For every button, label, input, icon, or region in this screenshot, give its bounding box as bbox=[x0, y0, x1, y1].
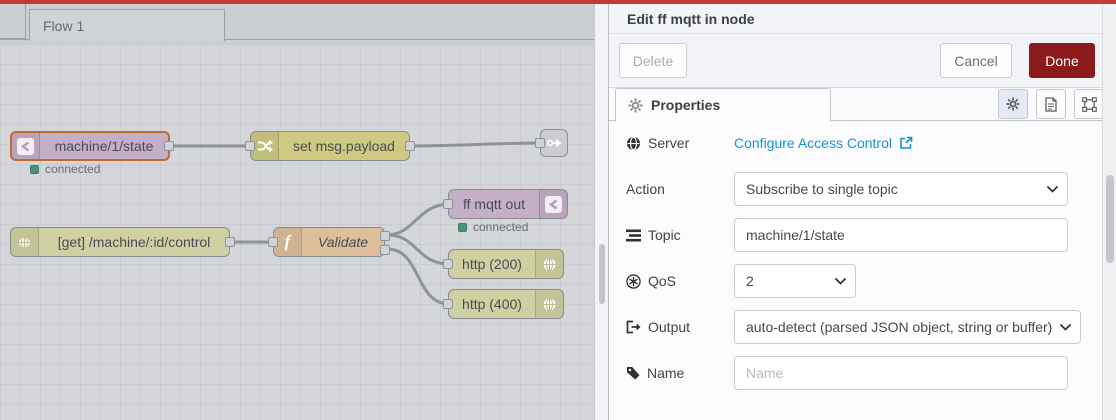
gear-icon bbox=[628, 97, 643, 113]
input-port[interactable] bbox=[443, 199, 453, 209]
edit-tray-header: Edit ff mqtt in node bbox=[609, 4, 1116, 34]
output-row: Output auto-detect (parsed JSON object, … bbox=[626, 310, 1082, 344]
wire[interactable] bbox=[385, 247, 452, 306]
panel-scrollbar bbox=[1102, 4, 1116, 420]
function-icon: f bbox=[284, 232, 291, 251]
node-http-response-400[interactable]: http (400) bbox=[443, 289, 564, 319]
node-status: connected bbox=[30, 162, 100, 176]
done-button[interactable]: Done bbox=[1029, 43, 1095, 78]
node-label: set msg.payload bbox=[293, 138, 395, 154]
input-port[interactable] bbox=[443, 259, 453, 269]
output-select[interactable]: auto-detect (parsed JSON object, string … bbox=[734, 310, 1082, 344]
cancel-button[interactable]: Cancel bbox=[940, 43, 1012, 78]
gear-icon bbox=[1006, 97, 1020, 111]
shuffle-icon bbox=[257, 139, 273, 153]
wire[interactable] bbox=[385, 233, 452, 266]
input-port[interactable] bbox=[535, 138, 545, 148]
qos-row: QoS 2 bbox=[626, 264, 1068, 298]
node-mqtt-out[interactable]: ff mqtt out bbox=[443, 189, 568, 219]
qos-label: QoS bbox=[648, 273, 677, 289]
panel-scrollbar-thumb[interactable] bbox=[1106, 175, 1114, 263]
node-http-response-200[interactable]: http (200) bbox=[443, 249, 564, 279]
output-port-1[interactable] bbox=[380, 231, 390, 241]
node-status: connected bbox=[458, 220, 528, 234]
topic-row: Topic bbox=[626, 218, 1068, 252]
name-label: Name bbox=[647, 365, 685, 381]
tab-properties-label: Properties bbox=[651, 97, 721, 113]
tasks-icon bbox=[626, 229, 641, 241]
node-label: http (400) bbox=[462, 296, 522, 312]
globe-icon bbox=[627, 136, 640, 150]
node-http-in[interactable]: [get] /machine/:id/control bbox=[10, 227, 235, 257]
edit-tray-toolbar: Delete Cancel Done bbox=[609, 34, 1116, 88]
sign-out-icon bbox=[626, 320, 641, 334]
tab-flow-1[interactable]: Flow 1 bbox=[29, 9, 225, 41]
chevron-down-icon bbox=[1060, 324, 1072, 331]
properties-tab-button[interactable] bbox=[998, 89, 1028, 119]
qos-icon bbox=[626, 273, 641, 289]
qos-select[interactable]: 2 bbox=[734, 264, 856, 298]
output-port[interactable] bbox=[225, 237, 235, 247]
external-link-icon bbox=[900, 136, 913, 149]
status-dot-icon bbox=[458, 222, 467, 232]
name-input[interactable] bbox=[734, 356, 1068, 390]
edit-form: Server Configure Access Control bbox=[609, 121, 1116, 390]
output-port-2[interactable] bbox=[380, 245, 390, 255]
edit-tray: Edit ff mqtt in node Delete Cancel Done … bbox=[608, 4, 1116, 420]
appearance-tab-button[interactable] bbox=[1074, 89, 1104, 119]
tab-stub[interactable] bbox=[0, 4, 26, 39]
action-select[interactable]: Subscribe to single topic bbox=[734, 172, 1068, 206]
edit-tabs: Properties bbox=[609, 88, 1116, 122]
flow-workspace: Flow 1 machine/1/state bbox=[0, 4, 594, 420]
link-out-icon bbox=[546, 138, 561, 148]
mqtt-icon bbox=[545, 195, 562, 213]
input-port[interactable] bbox=[443, 299, 453, 309]
status-dot-icon bbox=[30, 164, 39, 174]
configure-server-link[interactable]: Configure Access Control bbox=[734, 135, 913, 151]
globe-icon bbox=[18, 235, 31, 249]
action-label: Action bbox=[626, 181, 665, 197]
top-accent-bar bbox=[0, 0, 1116, 4]
workspace-scrollbar-thumb[interactable] bbox=[599, 244, 605, 304]
topic-label: Topic bbox=[648, 227, 681, 243]
flow-tabbar: Flow 1 bbox=[0, 4, 594, 41]
tab-properties[interactable]: Properties bbox=[615, 88, 831, 122]
edit-tray-title: Edit ff mqtt in node bbox=[627, 10, 755, 27]
delete-button[interactable]: Delete bbox=[619, 43, 687, 78]
wire[interactable] bbox=[385, 202, 452, 237]
wire[interactable] bbox=[408, 141, 544, 148]
document-icon bbox=[1045, 96, 1057, 112]
input-port[interactable] bbox=[245, 141, 255, 151]
name-row: Name bbox=[626, 356, 1068, 390]
chevron-down-icon bbox=[1047, 186, 1058, 193]
globe-icon bbox=[543, 297, 556, 311]
node-link-out[interactable] bbox=[535, 129, 568, 157]
server-row: Server Configure Access Control bbox=[626, 126, 1068, 160]
server-label: Server bbox=[648, 135, 690, 151]
workspace-scrollbar bbox=[594, 4, 608, 420]
node-label: machine/1/state bbox=[54, 138, 154, 154]
node-function[interactable]: f Validate bbox=[268, 227, 390, 257]
node-label: Validate bbox=[317, 234, 369, 250]
input-port[interactable] bbox=[268, 237, 278, 247]
node-change[interactable]: set msg.payload bbox=[245, 131, 415, 161]
output-port[interactable] bbox=[164, 141, 174, 151]
node-label: [get] /machine/:id/control bbox=[57, 234, 211, 250]
flow-canvas[interactable]: machine/1/state connected set msg.payl bbox=[0, 44, 594, 420]
globe-icon bbox=[543, 257, 556, 271]
action-row: Action Subscribe to single topic bbox=[626, 172, 1068, 206]
edit-tab-actions bbox=[998, 89, 1104, 119]
node-mqtt-in[interactable]: machine/1/state bbox=[10, 131, 174, 161]
output-label: Output bbox=[648, 319, 691, 335]
tag-icon bbox=[627, 367, 640, 380]
output-port[interactable] bbox=[405, 141, 415, 151]
flow-tab-label: Flow 1 bbox=[43, 17, 85, 34]
mqtt-icon bbox=[17, 137, 34, 155]
description-tab-button[interactable] bbox=[1036, 89, 1066, 119]
node-label: ff mqtt out bbox=[463, 196, 525, 212]
node-label: http (200) bbox=[462, 256, 522, 272]
topic-input[interactable] bbox=[734, 218, 1068, 252]
chevron-down-icon bbox=[835, 278, 846, 285]
appearance-icon bbox=[1081, 96, 1097, 112]
